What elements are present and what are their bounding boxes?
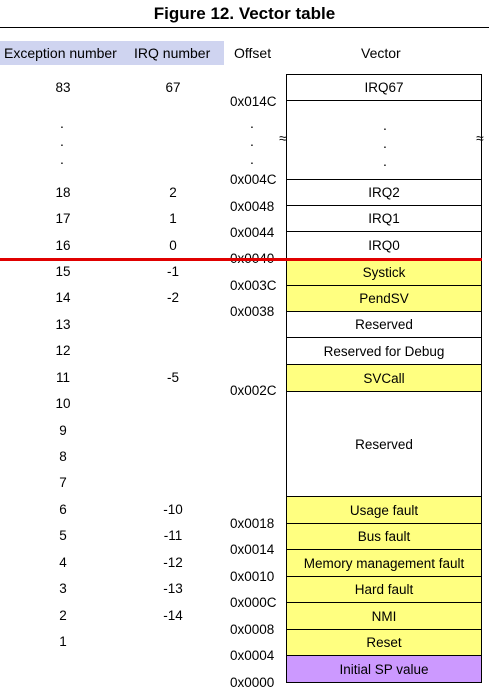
vector-cell: Reset <box>286 629 482 656</box>
offset-label: 0x0044 <box>230 225 275 240</box>
vector-cell: PendSV <box>286 285 482 312</box>
vector-cell: IRQ67 <box>286 74 482 101</box>
break-mark-icon: ≈ <box>279 130 287 146</box>
offset-label: 0x0048 <box>230 199 275 214</box>
offset-label: 0x002C <box>230 383 277 398</box>
exception-number: 15 <box>55 264 71 279</box>
offset-label: 0x0004 <box>230 648 275 663</box>
exception-number: 5 <box>59 528 67 543</box>
exception-number: 4 <box>59 555 67 570</box>
vector-cell: IRQ0 <box>286 231 482 259</box>
header-band <box>0 41 224 65</box>
irq-number: -10 <box>163 502 183 517</box>
exception-number: 9 <box>59 423 67 438</box>
boundary-line <box>0 258 288 261</box>
vector-cell: Bus fault <box>286 523 482 550</box>
offset-label: 0x004C <box>230 172 277 187</box>
exception-number: 3 <box>59 581 67 596</box>
vector-cell: Reserved for Debug <box>286 337 482 365</box>
vector-cell: Memory management fault <box>286 549 482 577</box>
offset-label: 0x0000 <box>230 675 275 690</box>
ellipsis-dot: . <box>60 133 64 149</box>
ellipsis-dot: . <box>250 115 254 131</box>
header-offset: Offset <box>234 45 272 61</box>
exception-number: 17 <box>55 211 71 226</box>
vector-cell: Reserved <box>286 391 482 497</box>
irq-number: 2 <box>169 185 177 200</box>
offset-label: 0x0018 <box>230 516 275 531</box>
irq-number: -14 <box>163 608 183 623</box>
vector-gap-cell: . . . <box>286 101 482 179</box>
exception-number: 1 <box>59 634 67 649</box>
vector-cell: IRQ2 <box>286 179 482 206</box>
header-irq-number: IRQ number <box>134 45 211 61</box>
break-mark-icon: ≈ <box>476 130 484 146</box>
irq-number: -11 <box>163 528 183 543</box>
exception-number: 13 <box>55 317 71 332</box>
irq-number: -1 <box>166 264 179 279</box>
vector-cell: Hard fault <box>286 576 482 603</box>
vector-cell: Reserved <box>286 311 482 338</box>
ellipsis-dot: . <box>60 151 64 167</box>
irq-number: -2 <box>166 290 179 305</box>
exception-number: 83 <box>55 80 71 95</box>
header-exception-number: Exception number <box>4 45 117 61</box>
figure-title: Figure 12. Vector table <box>153 4 336 23</box>
exception-number: 14 <box>55 290 71 305</box>
offset-label: 0x0010 <box>230 569 275 584</box>
offset-label: 0x014C <box>230 94 277 109</box>
irq-number: -13 <box>163 581 183 596</box>
exception-number: 2 <box>59 608 67 623</box>
vector-cell: Initial SP value <box>286 655 482 683</box>
offset-label: 0x0008 <box>230 622 275 637</box>
exception-number: 11 <box>55 370 70 385</box>
vector-cell: NMI <box>286 602 482 630</box>
vector-cell: Systick <box>286 258 482 286</box>
irq-number: -5 <box>166 370 179 385</box>
exception-number: 12 <box>55 343 71 358</box>
irq-number: 67 <box>165 80 181 95</box>
offset-label: 0x0014 <box>230 542 275 557</box>
vector-cell: IRQ1 <box>286 205 482 232</box>
irq-number: 1 <box>169 211 177 226</box>
offset-label: 0x000C <box>230 595 277 610</box>
exception-number: 6 <box>59 502 67 517</box>
exception-number: 18 <box>55 185 71 200</box>
ellipsis-dot: . <box>383 153 387 169</box>
header-vector: Vector <box>361 45 401 61</box>
vector-cell: Usage fault <box>286 496 482 524</box>
exception-number: 7 <box>59 475 67 490</box>
irq-number: 0 <box>169 238 177 253</box>
offset-label: 0x0038 <box>230 304 275 319</box>
exception-number: 16 <box>55 238 71 253</box>
offset-label: 0x003C <box>230 278 277 293</box>
exception-number: 8 <box>59 449 67 464</box>
irq-number: -12 <box>163 555 183 570</box>
exception-number: 10 <box>55 396 71 411</box>
ellipsis-dot: . <box>383 117 387 133</box>
ellipsis-dot: . <box>383 135 387 151</box>
ellipsis-dot: . <box>250 151 254 167</box>
title-rule <box>0 27 489 28</box>
vector-cell: SVCall <box>286 364 482 392</box>
ellipsis-dot: . <box>60 115 64 131</box>
ellipsis-dot: . <box>250 133 254 149</box>
boundary-line <box>286 258 482 261</box>
